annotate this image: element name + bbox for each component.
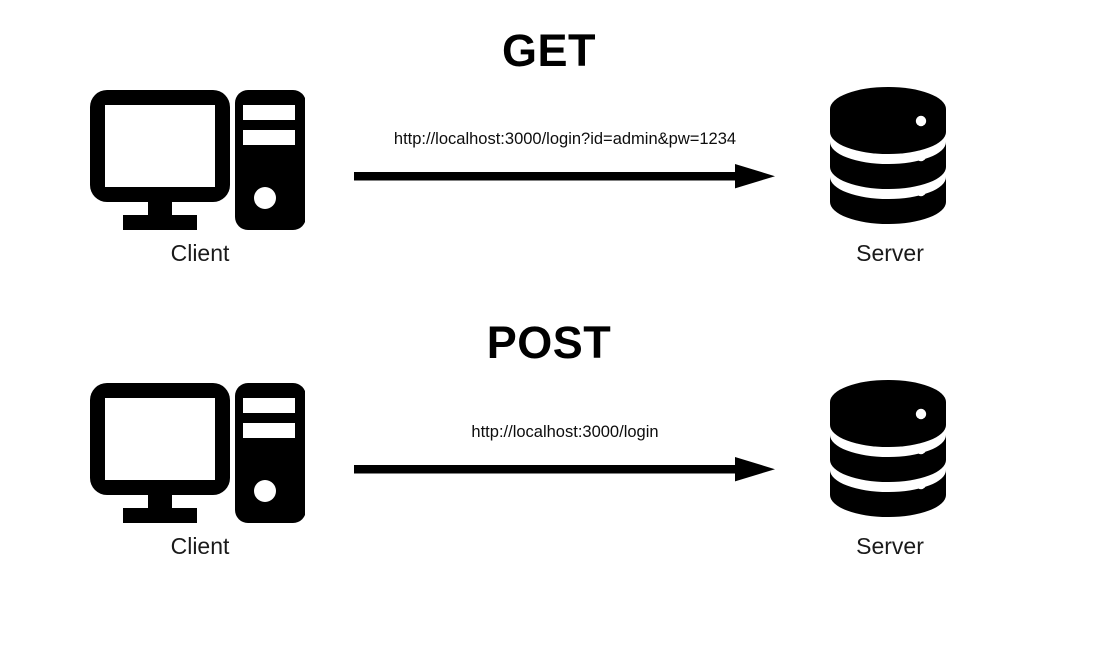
- right-arrow-icon: [350, 453, 780, 485]
- server-label: Server: [856, 240, 924, 266]
- desktop-computer-icon: [90, 90, 305, 230]
- request-flow-post: http://localhost:3000/login: [350, 423, 780, 503]
- client-node-post: Client: [90, 383, 310, 578]
- section-title-post: POST: [486, 317, 612, 368]
- database-cylinder-icon: [828, 378, 948, 523]
- client-label: Client: [170, 240, 230, 266]
- desktop-computer-icon: [90, 383, 305, 523]
- flow-row-post: Client http://localhost:3000/login: [0, 380, 1098, 583]
- server-label: Server: [856, 533, 924, 559]
- request-url-label: http://localhost:3000/login: [471, 423, 659, 441]
- server-node-get: Server: [780, 85, 1000, 285]
- request-flow-get: http://localhost:3000/login?id=admin&pw=…: [350, 130, 780, 210]
- client-node-get: Client: [90, 90, 310, 285]
- server-node-post: Server: [780, 378, 1000, 578]
- section-title-get: GET: [501, 25, 596, 76]
- client-label: Client: [170, 533, 230, 559]
- request-url-label: http://localhost:3000/login?id=admin&pw=…: [393, 130, 737, 148]
- flow-row-get: Client http://localhost:3000/login?id=ad…: [0, 87, 1098, 290]
- database-cylinder-icon: [828, 85, 948, 230]
- right-arrow-icon: [350, 160, 780, 192]
